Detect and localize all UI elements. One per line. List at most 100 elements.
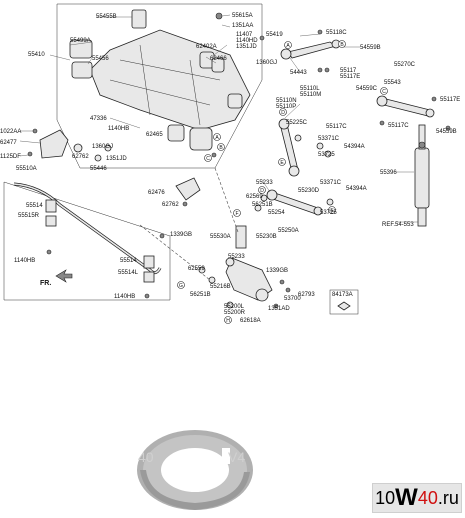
- part-label: 1140HD: [236, 38, 258, 44]
- watermark-big: W: [395, 484, 418, 511]
- part-label: 55419: [266, 32, 283, 38]
- part-label: 1360GJ: [92, 144, 113, 150]
- watermark-accent: 40: [417, 487, 438, 508]
- part-label: 55117E: [440, 97, 460, 103]
- part-label: 55499A: [70, 38, 91, 44]
- watermark-prefix: 10: [375, 487, 396, 508]
- part-label: 55530A: [210, 234, 231, 240]
- part-label: 55396: [380, 170, 397, 176]
- part-label: 55230D: [298, 188, 320, 194]
- part-label: REF.54-553: [382, 222, 414, 228]
- part-label: 55510A: [16, 166, 37, 172]
- spring-washer-photo: 40 V4: [137, 430, 253, 510]
- part-label: 55200L: [224, 304, 245, 310]
- part-label: 55110N: [276, 98, 297, 104]
- part-label: 55117C: [326, 124, 347, 130]
- trailing-link-55543: [376, 95, 451, 131]
- callout-h: H: [226, 318, 230, 324]
- part-label: 55543: [384, 80, 401, 86]
- part-label: 62402A: [196, 44, 217, 50]
- part-label: 55615A: [232, 13, 253, 19]
- part-label: 62762: [72, 154, 89, 160]
- part-label: 1351JD: [236, 44, 257, 50]
- part-label: 55250A: [278, 228, 299, 234]
- part-label: 54559B: [360, 45, 381, 51]
- lower-arm-55110: [278, 118, 332, 177]
- part-label: 53725: [320, 210, 337, 216]
- part-label: 54443: [290, 70, 307, 76]
- part-label: 55515R: [18, 213, 40, 219]
- front-label: FR.: [40, 280, 51, 287]
- upper-control-arm: [280, 29, 341, 73]
- watermark-suffix: .ru: [437, 487, 459, 508]
- part-label: 56251B: [190, 292, 211, 298]
- part-label: 62477: [0, 140, 17, 146]
- part-label: 62793: [298, 292, 315, 298]
- callout-c: C: [382, 89, 386, 95]
- callout-f: F: [235, 211, 238, 217]
- svg-text:V4: V4: [228, 449, 245, 465]
- part-label: 53371C: [318, 136, 340, 142]
- part-label: 62466: [210, 56, 227, 62]
- part-label: 1351AD: [268, 306, 290, 312]
- callout-c: C: [206, 156, 210, 162]
- part-label: 62559: [188, 266, 205, 272]
- part-label: 55233: [228, 254, 245, 260]
- part-label: 62569: [246, 194, 263, 200]
- part-label: 1339GB: [266, 268, 288, 274]
- part-label: 55456: [92, 56, 109, 62]
- part-label: 55446: [90, 166, 107, 172]
- rear-crossmember: [69, 9, 265, 158]
- part-label: 54559C: [356, 86, 378, 92]
- part-label: 55270C: [394, 62, 416, 68]
- part-label: 55216B: [210, 284, 231, 290]
- callout-circles: A B C A B C D E D E F G H: [177, 40, 388, 324]
- callout-d: D: [260, 188, 264, 194]
- callout-b: B: [219, 145, 223, 151]
- shock-absorber: [414, 124, 430, 227]
- callout-a: A: [215, 135, 219, 141]
- lower-arm-55200: [198, 225, 291, 309]
- bracket-62476: [175, 177, 201, 201]
- part-label: 54394A: [344, 144, 365, 150]
- part-label: 55233: [256, 180, 273, 186]
- part-label: 53371C: [320, 180, 342, 186]
- part-label: 1125DF: [0, 154, 21, 160]
- callout-e: E: [280, 160, 284, 166]
- part-label: 55455B: [96, 14, 117, 20]
- part-label: 53725: [318, 152, 335, 158]
- part-label: 47336: [90, 116, 107, 122]
- part-label: 62465: [146, 132, 163, 138]
- link-55250A: [254, 189, 334, 216]
- part-label: 1339GB: [170, 232, 192, 238]
- part-label: 55200R: [224, 310, 246, 316]
- part-label: 62618A: [240, 318, 261, 324]
- plug-84173A-box: [329, 289, 359, 315]
- stabilizer-bar: [13, 182, 162, 275]
- part-label: 55230B: [256, 234, 277, 240]
- part-label: 1140HB: [14, 258, 35, 264]
- part-label: 55410: [28, 52, 45, 58]
- part-label: 55514: [120, 258, 137, 264]
- part-label: 11407: [236, 32, 253, 38]
- part-label: 1140HB: [114, 294, 135, 300]
- bracket-62477: [39, 129, 69, 159]
- part-label: 1360GJ: [256, 60, 277, 66]
- part-label: 55225C: [286, 120, 308, 126]
- part-label: 55117E: [340, 74, 360, 80]
- part-label: 54394A: [346, 186, 367, 192]
- svg-text:40: 40: [138, 449, 154, 465]
- part-label: 55254: [268, 210, 285, 216]
- part-label: 1351JD: [106, 156, 127, 162]
- part-label: 1140HB: [108, 126, 129, 132]
- part-label: 55117: [340, 68, 357, 74]
- part-label: 55117C: [388, 123, 409, 129]
- part-label: 54559B: [436, 129, 457, 135]
- part-label: 55110L: [300, 86, 320, 92]
- stabilizer-group-outline: [3, 181, 171, 301]
- callout-b: B: [340, 42, 344, 48]
- callout-g: G: [179, 283, 183, 289]
- part-label: 56251B: [252, 202, 273, 208]
- part-label: 55118C: [326, 30, 347, 36]
